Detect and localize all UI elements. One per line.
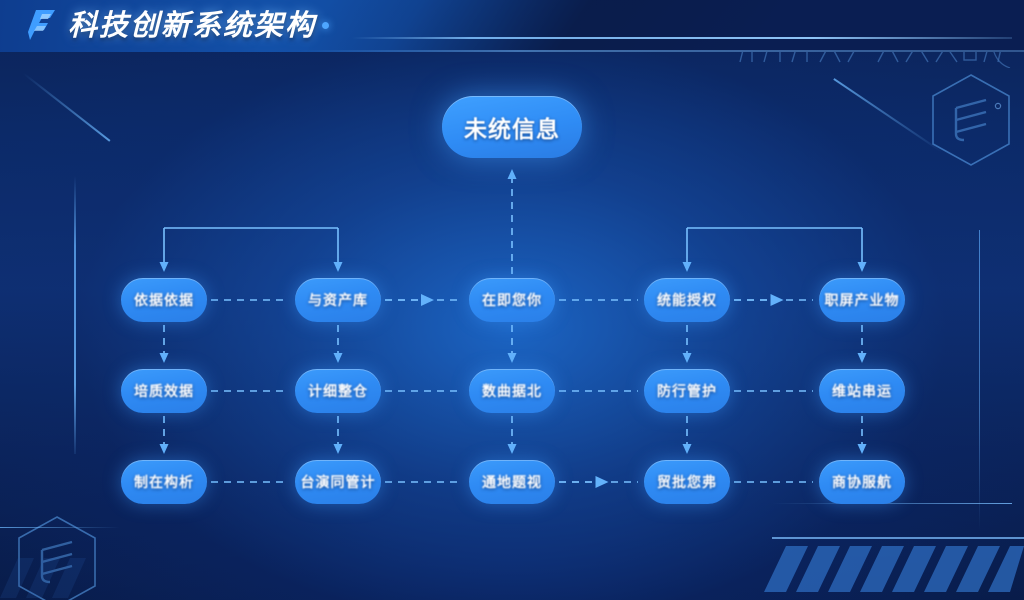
page-title: 科技创新系统架构 bbox=[68, 10, 317, 42]
title-accent-dot bbox=[322, 22, 329, 29]
diagram-node-12[interactable]: 通地题视 bbox=[469, 460, 555, 504]
node-label: 维站串运 bbox=[832, 383, 892, 399]
node-label: 通地题视 bbox=[482, 474, 542, 490]
diagram-node-11[interactable]: 台演同管计 bbox=[295, 460, 381, 504]
node-label: 与资产库 bbox=[308, 292, 368, 308]
diagram-node-1[interactable]: 与资产库 bbox=[295, 278, 381, 322]
node-label: 依据依据 bbox=[134, 292, 194, 308]
hexagon-stripe-badge-icon bbox=[18, 516, 96, 600]
node-label: 台演同管计 bbox=[300, 474, 376, 490]
diagram-node-10[interactable]: 制在构析 bbox=[121, 460, 207, 504]
diagram-node-8[interactable]: 防行管护 bbox=[644, 369, 730, 413]
diagram-node-2[interactable]: 在即您你 bbox=[469, 278, 555, 322]
node-label: 商协服航 bbox=[832, 474, 892, 490]
node-label: 计细整仓 bbox=[308, 383, 368, 399]
diagram-node-7[interactable]: 数曲据北 bbox=[469, 369, 555, 413]
diagram-node-3[interactable]: 统能授权 bbox=[644, 278, 730, 322]
node-label: 未统信息 bbox=[464, 116, 560, 142]
diagram-node-9[interactable]: 维站串运 bbox=[819, 369, 905, 413]
node-label: 数曲据北 bbox=[482, 383, 542, 399]
diagram-node-14[interactable]: 商协服航 bbox=[819, 460, 905, 504]
node-label: 统能授权 bbox=[657, 292, 717, 308]
diagram-node-5[interactable]: 培质效据 bbox=[121, 369, 207, 413]
header-band bbox=[0, 0, 1024, 52]
node-label: 制在构析 bbox=[134, 474, 194, 490]
header-accent-line bbox=[352, 37, 1012, 39]
node-label: 防行管护 bbox=[657, 383, 717, 399]
diagram-node-4[interactable]: 职屏产业物 bbox=[819, 278, 905, 322]
diagram-node-13[interactable]: 贸批您弗 bbox=[644, 460, 730, 504]
node-label: 在即您你 bbox=[482, 292, 542, 308]
diagram-node-0[interactable]: 依据依据 bbox=[121, 278, 207, 322]
header-accent-line-secondary bbox=[300, 50, 1024, 52]
brand-logo-icon bbox=[28, 10, 55, 40]
node-label: 贸批您弗 bbox=[657, 474, 717, 490]
diagram-node-6[interactable]: 计细整仓 bbox=[295, 369, 381, 413]
diagram-root-node[interactable]: 未统信息 bbox=[442, 96, 582, 158]
node-label: 培质效据 bbox=[134, 383, 194, 399]
node-label: 职屏产业物 bbox=[824, 292, 900, 308]
